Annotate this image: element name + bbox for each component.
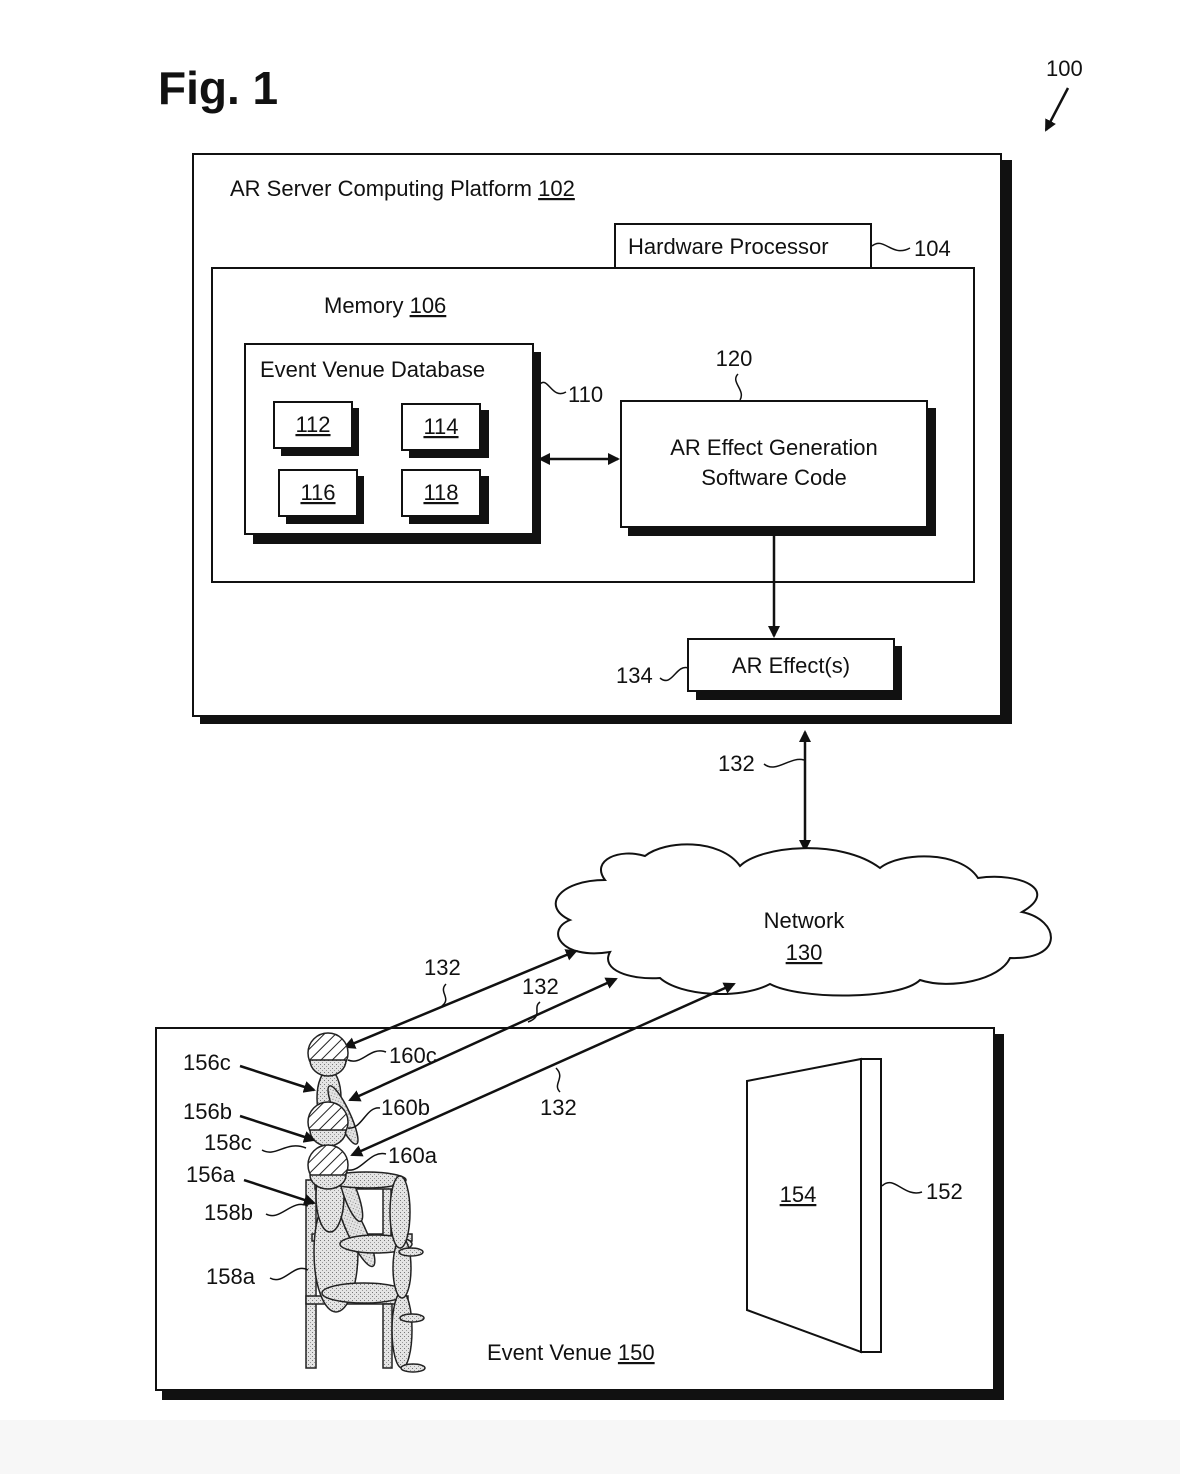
- display-ref: 152: [926, 1179, 963, 1204]
- database-leader: [539, 381, 567, 395]
- processor-leader: [871, 242, 911, 252]
- network-ref: 130: [786, 940, 823, 965]
- ar-device-160c: [307, 1032, 349, 1077]
- device-160b-leader: [347, 1107, 381, 1129]
- seat-158b-ref: 158b: [204, 1200, 253, 1225]
- user-link-leader-1: [441, 983, 447, 1007]
- user-156c: [316, 1069, 424, 1257]
- system-ref-arrow: [1044, 87, 1070, 132]
- ar-device-160b: [307, 1101, 349, 1147]
- user-156a-pointer: [243, 1178, 316, 1206]
- processor-ref: 104: [914, 236, 951, 261]
- ar-device-160a: [307, 1144, 349, 1190]
- system-ref-label: 100: [1046, 56, 1083, 81]
- device-160a-leader: [347, 1152, 387, 1171]
- svg-text:114: 114: [423, 414, 458, 439]
- user-link-ref-1: 132: [424, 955, 461, 980]
- memory-label: Memory 106: [324, 293, 446, 318]
- user-156c-ref: 156c: [183, 1050, 231, 1075]
- record-114: 114: [401, 403, 489, 458]
- record-118: 118: [401, 469, 489, 524]
- hardware-processor-label: Hardware Processor: [628, 234, 829, 259]
- server-network-link-ref: 132: [718, 751, 755, 776]
- software-code-ref: 120: [716, 346, 753, 371]
- user-link-ref-3: 132: [540, 1095, 577, 1120]
- record-112: 112: [273, 401, 359, 456]
- seat-158b-leader: [265, 1203, 309, 1217]
- page-bottom-margin: [0, 1420, 1180, 1474]
- svg-text:118: 118: [423, 480, 458, 505]
- server-network-leader: [763, 758, 805, 768]
- database-ref: 110: [568, 382, 603, 407]
- device-160c-ref: 160c: [389, 1043, 437, 1068]
- user-156b: [315, 1159, 425, 1323]
- device-160b-ref: 160b: [381, 1095, 430, 1120]
- ar-effects-box: [687, 638, 902, 700]
- user-link-a: [350, 982, 736, 1157]
- event-venue-label: Event Venue 150: [487, 1340, 655, 1365]
- device-160a-ref: 160a: [388, 1143, 438, 1168]
- ar-effects-label: AR Effect(s): [732, 653, 850, 678]
- seat-158a-ref: 158a: [206, 1264, 256, 1289]
- ar-effects-ref: 134: [616, 663, 653, 688]
- event-venue-database-label: Event Venue Database: [260, 357, 485, 382]
- seat-158c-ref: 158c: [204, 1130, 252, 1155]
- display-leader: [881, 1181, 923, 1194]
- network-cloud: [554, 843, 1052, 997]
- svg-text:112: 112: [295, 412, 330, 437]
- user-156c-pointer: [239, 1064, 316, 1093]
- screen-ref: 154: [780, 1182, 817, 1207]
- software-code-line1: AR Effect Generation: [670, 435, 878, 460]
- seat-158c-leader: [261, 1145, 307, 1153]
- network-label: Network: [764, 908, 846, 933]
- user-link-ref-2: 132: [522, 974, 559, 999]
- device-160c-leader: [347, 1050, 387, 1062]
- svg-text:116: 116: [300, 480, 335, 505]
- user-156b-pointer: [239, 1114, 316, 1143]
- figure-title: Fig. 1: [158, 62, 278, 114]
- seat-158a-leader: [269, 1267, 309, 1281]
- user-link-leader-3: [555, 1067, 561, 1093]
- event-venue-database-box: [244, 343, 541, 544]
- server-platform-label: AR Server Computing Platform 102: [230, 176, 575, 201]
- display-screen: [746, 1057, 882, 1354]
- user-156b-ref: 156b: [183, 1099, 232, 1124]
- user-link-leader-2: [527, 1001, 541, 1023]
- software-code-line2: Software Code: [701, 465, 847, 490]
- record-116: 116: [278, 469, 364, 524]
- ar-effects-leader: [659, 666, 689, 682]
- software-code-box: [620, 400, 936, 536]
- hardware-processor-box: [614, 223, 872, 269]
- user-156a-ref: 156a: [186, 1162, 236, 1187]
- software-leader: [735, 373, 743, 401]
